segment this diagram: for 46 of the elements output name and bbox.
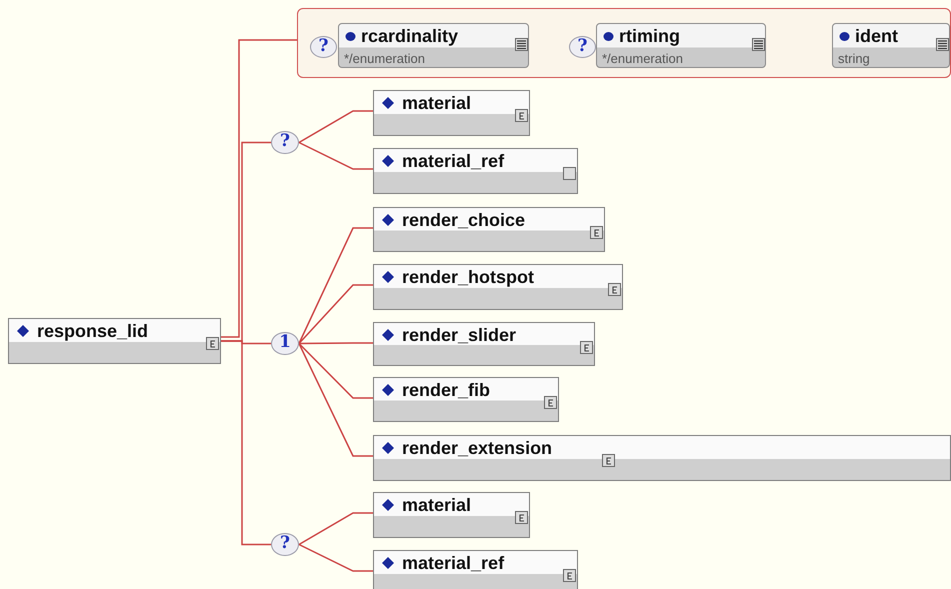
attribute-name: rcardinality (361, 26, 458, 47)
compositor-circle: ? (271, 533, 299, 556)
compositor-circle: ? (310, 36, 337, 58)
connector-line (298, 110, 373, 144)
element-name: response_lid (37, 321, 148, 342)
type-label: */enumeration (602, 51, 683, 66)
connector-line (298, 142, 373, 170)
element-name: material (402, 495, 472, 516)
element-name: material_ref (402, 151, 504, 172)
element-box (373, 322, 595, 366)
connector-line (298, 512, 373, 546)
attribute-box (832, 23, 950, 68)
connector-line (298, 343, 373, 457)
attribute-name: rtiming (619, 26, 680, 47)
compositor-circle: 1 (271, 332, 299, 355)
element-box (373, 90, 530, 136)
connector-line (298, 544, 373, 572)
element-box (373, 148, 578, 194)
element-box (373, 207, 605, 252)
attribute-box (596, 23, 766, 68)
compositor-circle: ? (569, 36, 596, 58)
connector-line (221, 39, 297, 338)
element-box (373, 377, 559, 422)
connector-line (299, 342, 373, 344)
element-box (373, 492, 530, 538)
element-box (373, 550, 578, 589)
element-name: render_extension (402, 438, 552, 459)
element-name: material_ref (402, 553, 504, 574)
attributes-panel (297, 8, 951, 78)
element-name: render_hotspot (402, 267, 534, 288)
attribute-name: ident (855, 26, 898, 47)
compositor-circle: ? (271, 131, 299, 154)
element-name: render_slider (402, 325, 516, 346)
element-box (373, 435, 951, 481)
element-box (373, 264, 623, 310)
element-name: render_choice (402, 210, 526, 231)
element-name: material (402, 93, 472, 114)
connector-line (221, 340, 271, 546)
connector-line (298, 227, 373, 344)
type-label: string (838, 51, 870, 66)
connector-line (298, 342, 373, 399)
attribute-box (338, 23, 529, 68)
type-label: */enumeration (344, 51, 425, 66)
element-box (8, 318, 221, 364)
connector-line (298, 284, 373, 344)
element-name: render_fib (402, 380, 490, 401)
